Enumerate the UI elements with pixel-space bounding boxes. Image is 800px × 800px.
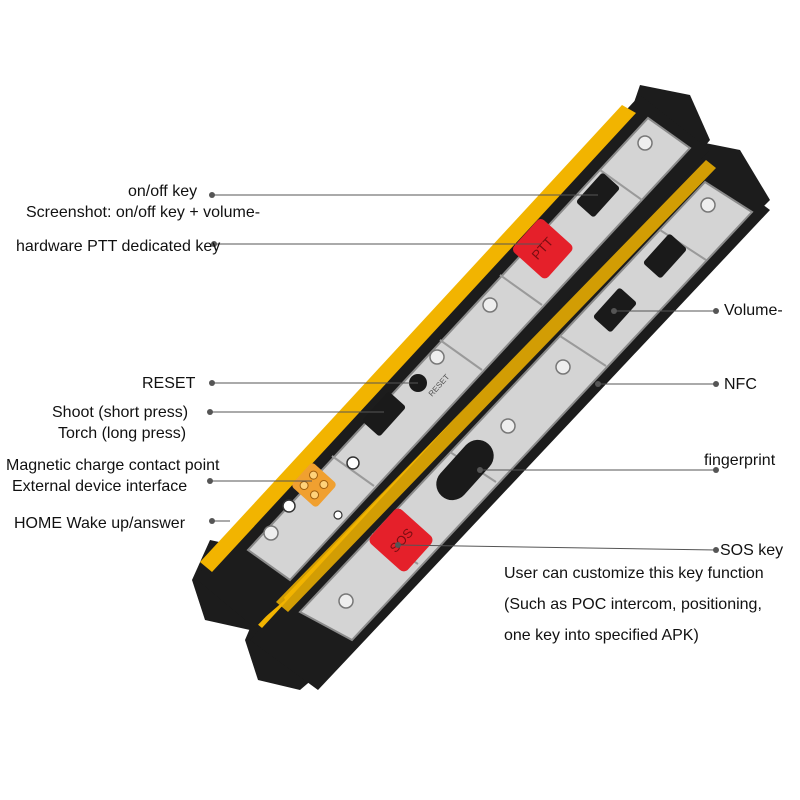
phone-left: PTT RESET [192,85,716,630]
label-fingerprint: fingerprint [704,452,776,469]
label-ptt: hardware PTT dedicated key [16,238,221,255]
label-screenshot: Screenshot: on/off key + volume- [26,204,261,221]
label-reset: RESET [142,375,196,392]
label-volume-minus: Volume- [724,302,783,319]
label-onoff-key: on/off key [128,183,198,200]
label-sos-desc-3: one key into specified APK) [504,627,699,644]
leader-dots [207,192,719,553]
label-external: External device interface [12,478,188,495]
label-sos-desc-1: User can customize this key function [504,565,764,582]
label-home: HOME Wake up/answer [14,515,186,532]
label-nfc: NFC [724,376,757,393]
label-torch: Torch (long press) [58,425,187,442]
label-shoot: Shoot (short press) [52,404,189,421]
label-sos-key: SOS key [720,542,784,559]
leader-lines [210,194,717,551]
label-magnetic: Magnetic charge contact point [6,457,220,474]
label-sos-desc-2: (Such as POC intercom, positioning, [504,596,762,613]
